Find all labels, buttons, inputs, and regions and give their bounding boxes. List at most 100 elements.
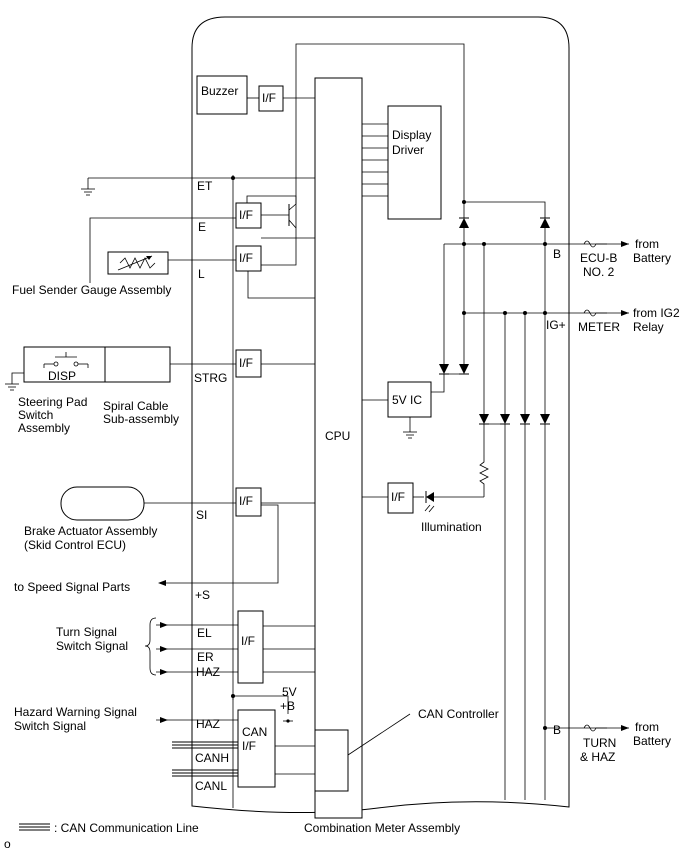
pin-plus-b: +B xyxy=(280,699,295,713)
fuse-meter xyxy=(583,309,597,317)
steering-label-2: Switch xyxy=(18,408,53,422)
buzzer-block xyxy=(196,75,248,115)
ic-5v-block xyxy=(387,381,432,418)
pin-ig-plus: IG+ xyxy=(546,318,566,332)
fuel-sender-label: Fuel Sender Gauge Assembly xyxy=(12,283,171,297)
display-driver-label-2: Driver xyxy=(392,143,424,157)
buzzer-if-block xyxy=(258,85,284,112)
svg-text:I/F: I/F xyxy=(239,356,253,370)
pin-et: ET xyxy=(197,179,213,193)
can-if-label-2: I/F xyxy=(242,739,256,753)
diode-5v-left xyxy=(439,364,449,375)
diode-lower-2 xyxy=(500,414,510,425)
hazard-label-2: Switch Signal xyxy=(14,719,86,733)
ground-symbol-et xyxy=(81,178,95,196)
svg-text:I/F: I/F xyxy=(239,251,253,265)
hazard-label-1: Hazard Warning Signal xyxy=(14,705,137,719)
pin-strg: STRG xyxy=(194,371,227,385)
strg-if-block xyxy=(235,349,262,378)
from-battery-1b: Battery xyxy=(633,251,671,265)
display-driver-label-1: Display xyxy=(392,128,431,142)
disp-switch-symbol xyxy=(43,352,89,368)
cpu-block xyxy=(314,77,363,819)
pin-5v: 5V xyxy=(282,685,297,699)
can-controller-label: CAN Controller xyxy=(418,707,499,721)
canl-line xyxy=(172,769,238,777)
diode-lower-1 xyxy=(479,414,489,425)
corner-mark: o xyxy=(4,837,11,851)
pin-e: E xyxy=(198,220,206,234)
brake-actuator-assembly xyxy=(60,486,145,521)
speed-signal-label: to Speed Signal Parts xyxy=(14,580,130,594)
disp-label: DISP xyxy=(48,369,76,383)
steering-label-3: Assembly xyxy=(18,421,70,435)
ground-symbol-steering xyxy=(5,372,24,391)
can-line-legend-symbol xyxy=(19,823,50,831)
pin-haz-1: HAZ xyxy=(196,665,220,679)
pin-er: ER xyxy=(197,650,214,664)
illum-if-block xyxy=(387,482,414,514)
pin-l: L xyxy=(198,267,205,281)
e-if-block xyxy=(235,202,262,229)
from-ig2-b: Relay xyxy=(633,320,664,334)
cpu-label: CPU xyxy=(325,429,350,443)
brake-label-1: Brake Actuator Assembly xyxy=(24,524,157,538)
buzzer-label: Buzzer xyxy=(201,84,238,98)
fuse-turn-haz xyxy=(583,724,597,732)
pin-si: SI xyxy=(196,508,207,522)
buzzer-if-label: I/F xyxy=(262,91,276,105)
combination-meter-label: Combination Meter Assembly xyxy=(304,821,460,835)
svg-text:I/F: I/F xyxy=(239,208,253,222)
can-if-label-1: CAN xyxy=(242,725,267,739)
pin-haz-2: HAZ xyxy=(196,717,220,731)
from-battery-2a: from xyxy=(635,720,659,734)
ecub-label-1: ECU-B xyxy=(580,251,617,265)
ic-5v-label: 5V IC xyxy=(392,393,422,407)
can-if-block xyxy=(237,709,276,788)
pin-plus-s: +S xyxy=(195,588,210,602)
can-controller-block xyxy=(314,729,349,792)
pin-canh: CANH xyxy=(195,751,229,765)
turn-haz-label-2: & HAZ xyxy=(580,750,615,764)
fuel-sender-gauge xyxy=(107,251,169,275)
illumination-label: Illumination xyxy=(421,520,482,534)
diode-top-right xyxy=(540,217,550,228)
diode-lower-3 xyxy=(520,414,530,425)
ground-symbol-5v xyxy=(403,417,417,439)
turn-signal-label-2: Switch Signal xyxy=(56,639,128,653)
transistor-symbol xyxy=(246,195,297,229)
can-line-legend: : CAN Communication Line xyxy=(54,821,199,835)
spiral-label-2: Sub-assembly xyxy=(103,412,179,426)
fuse-ecub xyxy=(583,240,597,248)
turn-signal-brace xyxy=(144,617,157,676)
from-battery-2b: Battery xyxy=(633,734,671,748)
canh-line xyxy=(172,741,238,749)
svg-text:I/F: I/F xyxy=(241,634,255,648)
display-driver-block xyxy=(387,105,442,220)
turn-if-block xyxy=(237,610,264,684)
meter-outline xyxy=(191,16,570,814)
turn-haz-label-1: TURN xyxy=(583,736,616,750)
pin-el: EL xyxy=(197,626,212,640)
si-if-block xyxy=(235,487,262,517)
l-if-block xyxy=(235,245,262,272)
svg-text:I/F: I/F xyxy=(239,494,253,508)
svg-text:I/F: I/F xyxy=(391,490,405,504)
diode-lower-4 xyxy=(540,414,550,425)
spiral-cable xyxy=(104,346,171,383)
steering-label-1: Steering Pad xyxy=(18,395,87,409)
ecub-label-2: NO. 2 xyxy=(583,265,615,279)
pin-canl: CANL xyxy=(195,779,227,793)
illumination-led xyxy=(413,491,484,513)
pin-b-1: B xyxy=(553,247,561,261)
turn-signal-label-1: Turn Signal xyxy=(56,625,117,639)
spiral-label-1: Spiral Cable xyxy=(103,399,169,413)
meter-label: METER xyxy=(578,320,620,334)
diode-top-left xyxy=(459,217,469,228)
display-driver-bus xyxy=(362,123,388,197)
pin-b-2: B xyxy=(553,723,561,737)
brake-label-2: (Skid Control ECU) xyxy=(24,538,126,552)
from-battery-1a: from xyxy=(635,237,659,251)
from-ig2-a: from IG2 xyxy=(633,306,680,320)
